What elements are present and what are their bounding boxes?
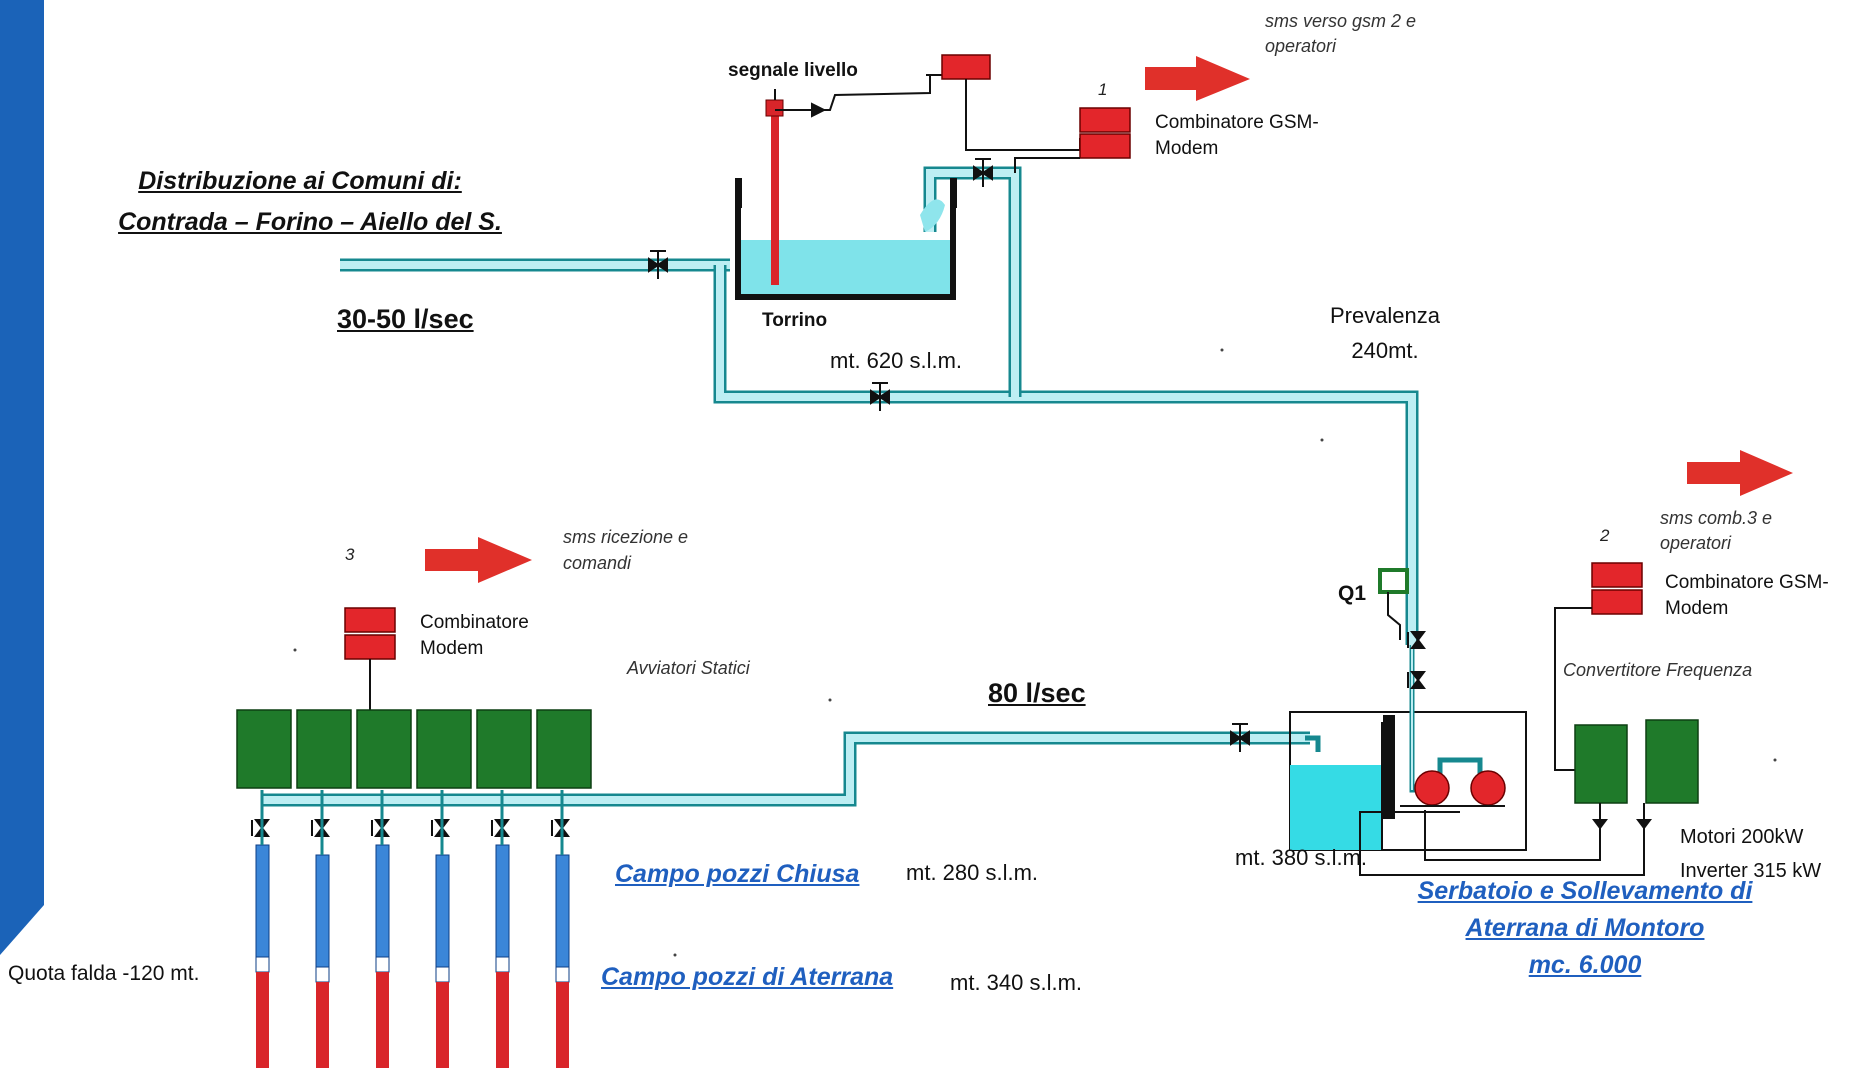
flow-bottom-label: 80 l/sec — [988, 678, 1086, 708]
comb-gsm-1-line1: Combinatore GSM- — [1155, 112, 1319, 133]
comb-gsm-1-line2: Modem — [1155, 138, 1219, 159]
sms-comb3-line1: sms comb.3 e — [1660, 508, 1773, 528]
comb-gsm-2-line1: Combinatore GSM- — [1665, 572, 1829, 593]
prevalenza-line2: 240mt. — [1351, 338, 1419, 363]
valve-collector — [1230, 723, 1250, 752]
sms-arrow-top — [1145, 56, 1250, 101]
campo-chiusa-link[interactable]: Campo pozzi Chiusa — [615, 860, 860, 888]
sms-comb3-line2: operatori — [1660, 533, 1732, 553]
avviatori-cabinets — [236, 709, 592, 789]
avviatori-label: Avviatori Statici — [627, 658, 750, 678]
quota-torrino: mt. 620 s.l.m. — [830, 348, 963, 373]
comb-gsm-2-line2: Modem — [1665, 598, 1729, 619]
serbatoio-link-line2[interactable]: Aterrana di Montoro — [1465, 914, 1705, 942]
valves-top — [648, 158, 993, 411]
q1-label: Q1 — [1338, 582, 1367, 605]
level-sensor-box — [941, 54, 991, 80]
gsm-modem-2 — [1591, 562, 1643, 615]
gsm-modem-1 — [1079, 107, 1131, 159]
quota-chiusa: mt. 280 s.l.m. — [906, 860, 1039, 885]
modem-3 — [344, 607, 396, 660]
motori-line2: Inverter 315 kW — [1680, 860, 1822, 882]
modem-3-number: 3 — [345, 545, 355, 564]
well-columns — [255, 844, 570, 1068]
quota-aterrana: mt. 340 s.l.m. — [950, 970, 1083, 995]
sms-ricezione-line1: sms ricezione e — [563, 527, 689, 547]
campo-aterrana-link[interactable]: Campo pozzi di Aterrana — [601, 963, 894, 991]
sms-arrow-right — [1687, 450, 1793, 496]
torrino-label: Torrino — [762, 310, 828, 331]
flow-top-label: 30-50 l/sec — [337, 304, 474, 334]
valves-riser — [1407, 631, 1426, 689]
torrino-tank — [735, 99, 957, 300]
quota-falda: Quota falda -120 mt. — [8, 962, 200, 985]
serbatoio-station — [1289, 645, 1527, 851]
sms-top-label-1: sms verso gsm 2 e — [1265, 11, 1417, 31]
comb-modem-line2: Modem — [420, 638, 484, 659]
stray-dots — [293, 348, 1777, 957]
serbatoio-link-line1[interactable]: Serbatoio e Sollevamento di — [1417, 877, 1753, 905]
distribuzione-title-line1: Distribuzione ai Comuni di: — [138, 167, 462, 195]
inverter-wiring — [1359, 803, 1652, 876]
sms-arrow-bottom — [425, 537, 532, 583]
modem-2-number: 2 — [1600, 526, 1610, 545]
valves-wells — [251, 819, 570, 837]
prevalenza-line1: Prevalenza — [1329, 303, 1441, 328]
motori-line1: Motori 200kW — [1680, 826, 1804, 848]
segnale-livello-label: segnale livello — [728, 60, 858, 81]
sms-top-label-2: operatori — [1265, 36, 1337, 56]
comb-modem-line1: Combinatore — [420, 612, 529, 633]
sidebar-strip — [0, 0, 44, 955]
convertitore-label: Convertitore Frequenza — [1563, 660, 1753, 680]
q1-meter — [1378, 568, 1409, 640]
serbatoio-link-line3[interactable]: mc. 6.000 — [1528, 951, 1642, 979]
pipe-network-top — [340, 166, 1419, 645]
modem-1-number: 1 — [1098, 80, 1108, 99]
level-signal-line — [774, 74, 945, 118]
distribuzione-title-line2: Contrada – Forino – Aiello del S. — [118, 208, 502, 236]
inverter-cabinets — [1574, 719, 1699, 804]
quota-serbatoio: mt. 380 s.l.m. — [1235, 845, 1368, 870]
sms-ricezione-line2: comandi — [563, 553, 632, 573]
